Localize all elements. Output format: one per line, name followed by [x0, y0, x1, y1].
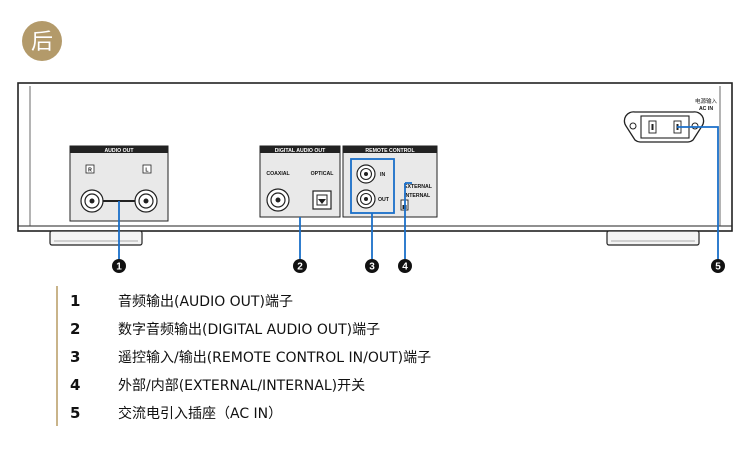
audio-out-right-label: R — [88, 168, 92, 174]
section-badge-label: 后 — [31, 30, 53, 55]
legend-label: 遥控输入/输出(REMOTE CONTROL IN/OUT)端子 — [118, 350, 432, 366]
left-foot — [49, 230, 143, 246]
audio-out-right-jack — [80, 189, 104, 213]
remote-control-label: REMOTE CONTROL — [365, 148, 415, 154]
coaxial-label: COAXIAL — [266, 171, 290, 177]
legend-label: 数字音频输出(DIGITAL AUDIO OUT)端子 — [118, 322, 381, 338]
coaxial-jack — [266, 188, 290, 212]
audio-out-label: AUDIO OUT — [104, 148, 134, 154]
callout-4: 4 — [398, 259, 412, 273]
ac-in-block: 电源输入 AC IN — [623, 97, 718, 143]
audio-out-left-label: L — [145, 168, 149, 174]
legend-label: 外部/内部(EXTERNAL/INTERNAL)开关 — [118, 378, 366, 394]
callout-5: 5 — [711, 259, 725, 273]
legend-accent-bar — [56, 286, 58, 426]
legend-number: 2 — [70, 320, 81, 338]
ac-in-label-en: AC IN — [699, 106, 713, 112]
legend-item-3: 3 遥控输入/输出(REMOTE CONTROL IN/OUT)端子 — [56, 344, 431, 370]
callout-2: 2 — [293, 259, 307, 273]
internal-label: INTERNAL — [404, 193, 431, 199]
svg-text:3: 3 — [369, 262, 375, 273]
remote-out-jack — [356, 189, 376, 209]
callout-lines — [118, 126, 719, 259]
legend-item-1: 1 音频输出(AUDIO OUT)端子 — [56, 288, 293, 314]
section-badge: 后 — [22, 21, 62, 61]
svg-text:2: 2 — [297, 262, 303, 273]
legend-item-5: 5 交流电引入插座（AC IN） — [56, 400, 282, 426]
legend-number: 5 — [70, 404, 81, 422]
digital-audio-out-label: DIGITAL AUDIO OUT — [275, 148, 326, 154]
external-label: EXTERNAL — [404, 184, 433, 190]
digital-audio-out-block: DIGITAL AUDIO OUT COAXIAL OPTICAL — [259, 145, 341, 218]
audio-out-left-jack — [134, 189, 158, 213]
right-foot — [606, 230, 700, 246]
optical-label: OPTICAL — [311, 171, 335, 177]
remote-in-jack — [356, 164, 376, 184]
legend-number: 4 — [70, 376, 81, 394]
legend-number: 1 — [70, 292, 81, 310]
callout-3: 3 — [365, 259, 379, 273]
callout-1: 1 — [112, 259, 126, 273]
legend-label: 交流电引入插座（AC IN） — [118, 406, 283, 422]
optical-jack — [312, 190, 332, 210]
legend-label: 音频输出(AUDIO OUT)端子 — [118, 294, 293, 310]
remote-out-label: OUT — [378, 197, 390, 203]
legend-item-2: 2 数字音频输出(DIGITAL AUDIO OUT)端子 — [56, 316, 380, 342]
svg-text:5: 5 — [715, 262, 721, 273]
svg-text:4: 4 — [402, 262, 408, 273]
legend-item-4: 4 外部/内部(EXTERNAL/INTERNAL)开关 — [56, 372, 365, 398]
remote-in-label: IN — [380, 172, 385, 178]
legend-number: 3 — [70, 348, 81, 366]
svg-text:1: 1 — [116, 262, 122, 273]
remote-control-block: REMOTE CONTROL IN OUT EXTERNAL INTERNAL — [342, 145, 438, 218]
ac-in-label-zh: 电源输入 — [695, 97, 718, 105]
